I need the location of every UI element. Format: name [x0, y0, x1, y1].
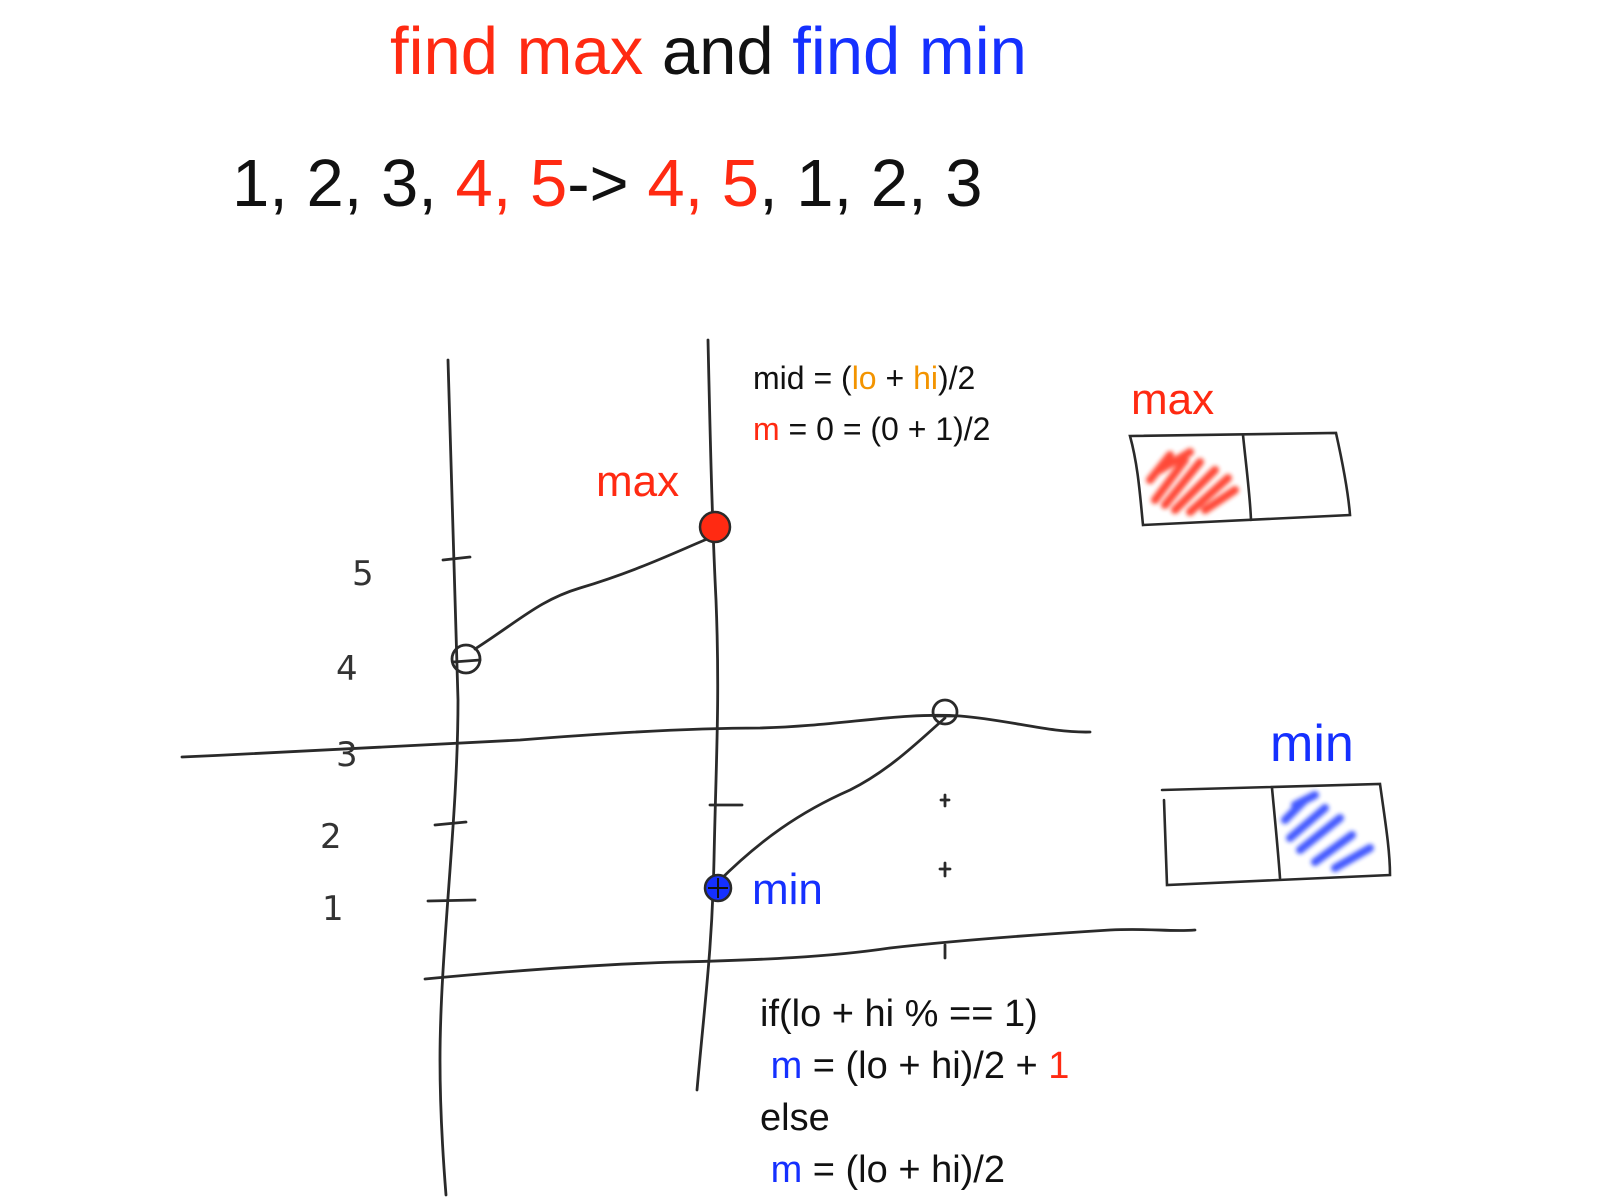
point-3-right	[931, 698, 959, 726]
title-and: and	[643, 14, 793, 89]
title-find-max: find max	[390, 14, 644, 89]
code-block: if(lo + hi % == 1) m = (lo + hi)/2 + 1 e…	[760, 988, 1069, 1196]
mid-formula-plus: +	[876, 360, 914, 396]
min-box-divider	[1270, 786, 1282, 880]
code-one: 1	[1048, 1045, 1070, 1087]
left-vertical-axis	[438, 358, 460, 1197]
seq-part-d: 4, 5	[647, 146, 760, 221]
page-title: find max and find min	[390, 18, 1027, 85]
y-tick-1: 1	[322, 889, 344, 929]
max-point	[698, 510, 732, 544]
code-m-2: m	[770, 1149, 803, 1191]
seq-arrow: ->	[567, 146, 648, 221]
mid-formula-suffix: )/2	[937, 360, 976, 396]
y-tick-5: 5	[352, 554, 374, 594]
code-line-m-plus-one: m = (lo + hi)/2 + 1	[760, 1040, 1070, 1092]
plus-mark-1	[939, 793, 951, 808]
seq-part-a: 1, 2, 3,	[232, 146, 456, 221]
min-box-title: min	[1270, 715, 1354, 773]
mid-formula-lo: lo	[851, 360, 877, 396]
max-box-outline	[1128, 431, 1352, 527]
min-point-label: min	[752, 865, 823, 914]
rotation-sequence: 1, 2, 3, 4, 5-> 4, 5, 1, 2, 3	[232, 150, 983, 217]
mid-example-rest: = 0 = (0 + 1)/2	[779, 411, 991, 447]
mid-formula-hi: hi	[913, 360, 938, 396]
line-min-to-3	[716, 716, 947, 884]
seq-part-b: 4, 5	[455, 146, 568, 221]
code-line-m: m = (lo + hi)/2	[760, 1144, 1069, 1196]
max-box-scribble	[1146, 448, 1239, 516]
tick-1	[426, 898, 477, 903]
min-box-outline	[1160, 782, 1392, 887]
title-find-min: find min	[792, 14, 1027, 89]
mid-example: m = 0 = (0 + 1)/2	[753, 413, 990, 445]
mid-formula-prefix: mid = (	[753, 360, 852, 396]
y-tick-2: 2	[320, 817, 342, 857]
code-m-1: m	[770, 1045, 803, 1087]
min-box-scribble	[1281, 791, 1374, 872]
seq-part-e: , 1, 2, 3	[759, 146, 983, 221]
code-rest-1: = (lo + hi)/2 +	[802, 1045, 1049, 1087]
upper-horizontal-axis	[180, 713, 1092, 759]
tick-2	[433, 820, 468, 827]
y-tick-4: 4	[336, 649, 358, 689]
code-line-else: else	[760, 1097, 830, 1139]
mid-formula: mid = (lo + hi)/2	[753, 362, 975, 394]
line-4-to-max	[473, 535, 714, 651]
max-point-label: max	[596, 457, 680, 506]
max-box-title: max	[1131, 375, 1215, 424]
tick-5	[441, 555, 472, 562]
code-rest-2: = (lo + hi)/2	[802, 1149, 1005, 1191]
max-box-divider	[1241, 433, 1253, 522]
middle-vertical-axis	[695, 338, 720, 1092]
plus-mark-2	[938, 861, 952, 878]
lower-horizontal-axis	[423, 928, 1197, 981]
y-tick-3: 3	[336, 735, 358, 775]
mid-example-m: m	[753, 411, 780, 447]
code-line-if: if(lo + hi % == 1)	[760, 993, 1038, 1035]
